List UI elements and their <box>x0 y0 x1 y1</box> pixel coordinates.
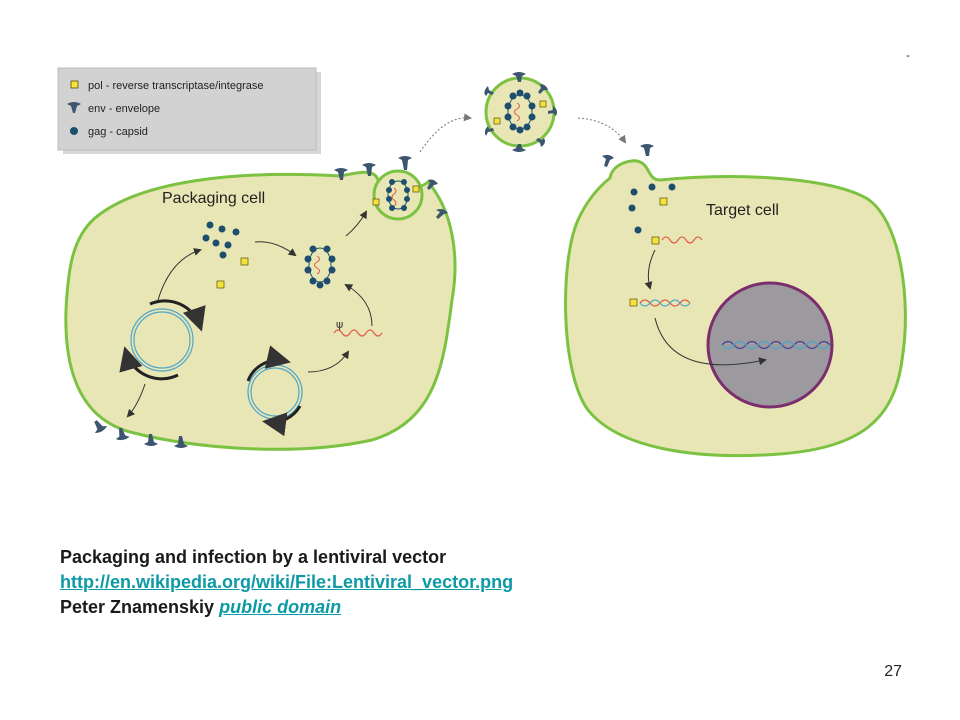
pol-protein <box>651 236 660 245</box>
packaging-cell: Packaging cell <box>64 156 457 451</box>
figure-caption: Packaging and infection by a lentiviral … <box>60 545 513 620</box>
budding-virion <box>372 169 424 221</box>
nucleus <box>706 281 834 409</box>
psi-label: ψ <box>336 318 343 331</box>
flow-arrows <box>126 210 373 418</box>
caption-credit: Peter Znamenskiy public domain <box>60 595 513 620</box>
author-name: Peter Znamenskiy <box>60 597 215 617</box>
source-link[interactable]: http://en.wikipedia.org/wiki/File:Lentiv… <box>60 572 514 592</box>
incoming-rna <box>661 236 703 244</box>
legend-pol-label: pol - reverse transcriptase/integrase <box>88 80 263 92</box>
pol-protein <box>629 298 638 307</box>
plasmid-bottom <box>246 345 303 437</box>
env-spike <box>640 144 654 156</box>
legend-env-label: env - envelope <box>88 103 160 115</box>
free-virion <box>484 72 557 152</box>
corner-mark: - <box>906 48 910 62</box>
packaging-cell-label: Packaging cell <box>162 190 265 207</box>
plasmid-left <box>119 299 206 381</box>
integration-arrow <box>654 317 767 366</box>
viral-rna <box>333 329 383 337</box>
pol-protein <box>216 280 225 289</box>
target-gag-dots <box>628 183 676 234</box>
pol-legend-icon <box>70 80 79 89</box>
gag-legend-icon <box>70 127 78 135</box>
legend: pol - reverse transcriptase/integrase en… <box>57 67 321 154</box>
caption-title: Packaging and infection by a lentiviral … <box>60 547 447 567</box>
env-spikes-bottom <box>94 420 188 448</box>
assembling-capsid <box>304 245 336 289</box>
env-legend-icon <box>67 102 81 113</box>
lentiviral-diagram: pol - reverse transcriptase/integrase en… <box>57 67 907 458</box>
license-link[interactable]: public domain <box>219 597 342 617</box>
legend-gag-label: gag - capsid <box>88 126 148 138</box>
release-arrow <box>419 113 472 153</box>
target-cell: Target cell <box>564 144 907 458</box>
rt-arrow <box>644 249 656 290</box>
page-number: 27 <box>884 663 902 680</box>
env-spike <box>602 154 614 167</box>
gag-cluster <box>202 221 240 259</box>
pol-protein <box>659 197 668 206</box>
infection-arrow <box>577 117 627 144</box>
target-cell-label: Target cell <box>706 202 779 219</box>
provirus-dna <box>639 299 691 307</box>
env-spikes-top <box>334 156 448 219</box>
pol-protein <box>240 257 249 266</box>
